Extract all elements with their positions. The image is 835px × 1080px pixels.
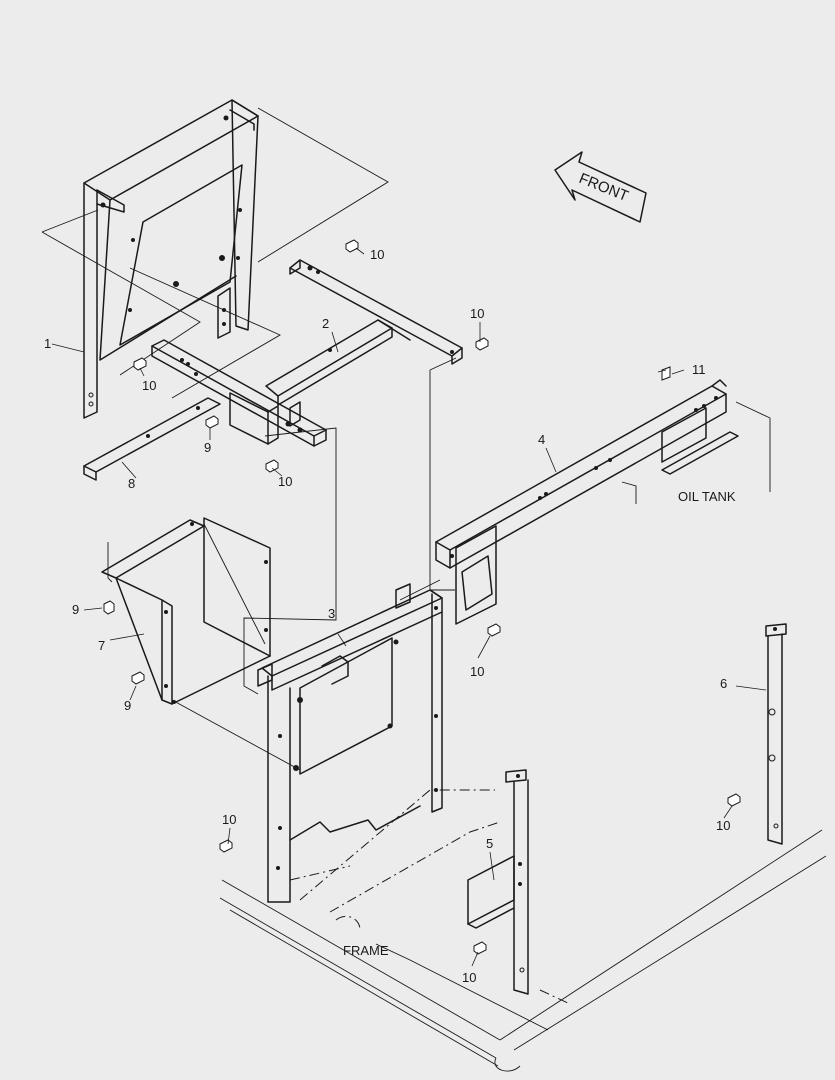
bolt-11-icon — [661, 366, 671, 381]
frame-label: FRAME — [343, 943, 389, 958]
callout-part-1: 1 — [44, 336, 51, 351]
front-arrow: FRONT — [554, 151, 647, 223]
callout-bolt-9: 9 — [124, 698, 131, 713]
callout-bolt-10: 10 — [470, 306, 484, 321]
part-1-shroud-frame — [83, 99, 259, 419]
part-2-cross-bracket — [151, 259, 463, 447]
bolt-9-icon — [205, 415, 219, 429]
part-6-vertical-post — [765, 623, 787, 845]
part-4-side-rail — [435, 379, 739, 625]
callout-part-5: 5 — [486, 836, 493, 851]
part-3-rear-frame — [257, 583, 443, 903]
callout-part-6: 6 — [720, 676, 727, 691]
callout-bolt-10: 10 — [462, 970, 476, 985]
callout-bolt-9: 9 — [204, 440, 211, 455]
callout-bolt-10: 10 — [716, 818, 730, 833]
bolt-9-icon — [103, 600, 115, 615]
callout-bolt-10: 10 — [370, 247, 384, 262]
part-7-side-panel — [101, 517, 271, 705]
callout-bolt-10: 10 — [222, 812, 236, 827]
front-arrow-label: FRONT — [577, 170, 631, 205]
bolt-10-icon — [265, 459, 279, 473]
bolts — [103, 239, 741, 955]
callout-part-2: 2 — [322, 316, 329, 331]
callout-bolt-10: 10 — [278, 474, 292, 489]
callout-part-7: 7 — [98, 638, 105, 653]
part-8-flat-bar — [83, 397, 221, 481]
labels: 1 2 3 4 5 6 7 8 10 10 10 10 10 10 10 10 … — [44, 247, 736, 985]
chassis-frame — [219, 789, 827, 1072]
bolt-9-icon — [131, 671, 145, 685]
oil-tank-label: OIL TANK — [678, 489, 736, 504]
bolt-10-icon — [727, 793, 741, 807]
callout-part-3: 3 — [328, 606, 335, 621]
bolt-10-icon — [345, 239, 359, 253]
bolt-10-icon — [487, 623, 501, 637]
leader-lines — [51, 247, 767, 967]
callout-bolt-9: 9 — [72, 602, 79, 617]
bolt-10-icon — [473, 941, 487, 955]
bolt-10-icon — [219, 839, 233, 853]
callout-part-4: 4 — [538, 432, 545, 447]
callout-bolt-10: 10 — [142, 378, 156, 393]
part-5-bracket — [467, 769, 529, 995]
bolt-10-icon — [475, 337, 489, 351]
bolt-10-icon — [133, 357, 147, 371]
callout-part-8: 8 — [128, 476, 135, 491]
callout-bolt-10: 10 — [470, 664, 484, 679]
callout-bolt-11: 11 — [692, 362, 706, 377]
